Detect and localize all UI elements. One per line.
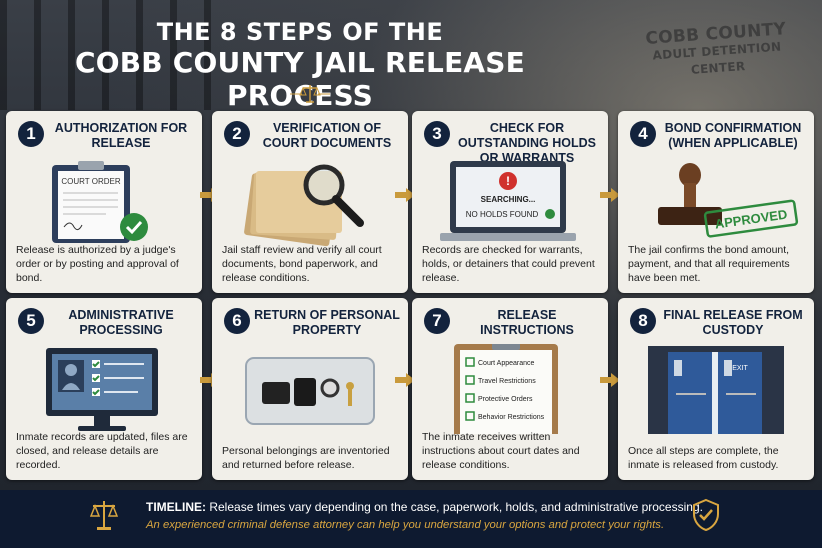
checklist-item: Behavior Restrictions [478, 414, 545, 421]
step-number: 2 [224, 121, 250, 147]
step-title: ADMINISTRATIVE PROCESSING [68, 308, 174, 337]
arrow-right-icon [600, 373, 620, 387]
step-number: 5 [18, 308, 44, 334]
timeline-text: TIMELINE: Release times vary depending o… [146, 500, 703, 514]
step-number: 8 [630, 308, 656, 334]
step-card-5: 5 ADMINISTRATIVE PROCESSING Inmate recor… [6, 298, 202, 480]
checklist-item: Travel Restrictions [478, 378, 536, 385]
step-title: RETURN OF PERSONAL PROPERTY [254, 308, 400, 337]
monitor-records-icon [46, 348, 158, 431]
timeline-body: Release times vary depending on the case… [209, 500, 703, 514]
step-description: Records are checked for warrants, holds,… [422, 244, 595, 284]
step-number: 3 [424, 121, 450, 147]
checklist-item: Protective Orders [478, 396, 533, 403]
step-description: Personal belongings are inventoried and … [222, 445, 390, 471]
checklist-item: Court Appearance [478, 360, 535, 367]
step-card-4: 4 BOND CONFIRMATION (WHEN APPLICABLE) AP… [618, 111, 814, 293]
court-order-label: COURT ORDER [61, 177, 120, 186]
step-title: RELEASE INSTRUCTIONS [480, 308, 574, 337]
property-bin-icon [245, 357, 375, 425]
step-number: 1 [18, 121, 44, 147]
court-order-clipboard-icon: COURT ORDER [52, 161, 148, 243]
step-card-7: 7 RELEASE INSTRUCTIONS Court Appearance … [412, 298, 608, 480]
scales-of-justice-icon [290, 85, 330, 103]
step-title: VERIFICATION OF COURT DOCUMENTS [262, 121, 392, 150]
arrow-right-icon [395, 373, 415, 387]
step-description: Inmate records are updated, files are cl… [16, 431, 188, 471]
timeline-label: TIMELINE: [146, 500, 206, 514]
step-number: 7 [424, 308, 450, 334]
page-title-line2: COBB COUNTY JAIL RELEASE PROCESS [75, 46, 525, 112]
laptop-search-icon: ! SEARCHING... NO HOLDS FOUND [440, 161, 576, 241]
exit-label: EXIT [732, 365, 748, 372]
searching-label: SEARCHING... [481, 195, 536, 204]
step-number: 6 [224, 308, 250, 334]
step-card-1: 1 AUTHORIZATION FOR RELEASE COURT ORDER … [6, 111, 202, 293]
page-title-line1: THE 8 STEPS OF THE [156, 18, 444, 46]
step-description: Once all steps are complete, the inmate … [628, 445, 779, 471]
scales-of-justice-icon [90, 501, 118, 530]
step-number: 4 [630, 121, 656, 147]
no-holds-label: NO HOLDS FOUND [466, 210, 539, 219]
attorney-text: An experienced criminal defense attorney… [146, 519, 665, 531]
step-description: Jail staff review and verify all court d… [222, 244, 382, 284]
step-card-2: 2 VERIFICATION OF COURT DOCUMENTS Jail s… [212, 111, 408, 293]
folders-magnifier-icon [244, 164, 364, 247]
step-description: Release is authorized by a judge's order… [16, 244, 179, 284]
step-card-8: 8 FINAL RELEASE FROM CUSTODY EXIT Once a… [618, 298, 814, 480]
svg-text:!: ! [506, 174, 510, 188]
step-title: BOND CONFIRMATION (WHEN APPLICABLE) [664, 121, 802, 150]
jail-bars-decoration [0, 0, 230, 110]
approval-stamp-icon: APPROVED [658, 163, 799, 238]
step-card-3: 3 CHECK FOR OUTSTANDING HOLDS OR WARRANT… [412, 111, 608, 293]
arrow-right-icon [600, 188, 620, 202]
step-card-6: 6 RETURN OF PERSONAL PROPERTY Personal b… [212, 298, 408, 480]
step-description: The jail confirms the bond amount, payme… [628, 244, 790, 284]
arrow-right-icon [395, 188, 415, 202]
step-title: FINAL RELEASE FROM CUSTODY [663, 308, 803, 337]
step-title: AUTHORIZATION FOR RELEASE [54, 121, 188, 150]
footer: TIMELINE: Release times vary depending o… [0, 490, 822, 548]
step-description: The inmate receives written instructions… [422, 431, 580, 471]
shield-check-icon [693, 498, 719, 532]
instructions-clipboard-icon: Court Appearance Travel Restrictions Pro… [454, 344, 558, 434]
exit-doors-icon: EXIT [648, 346, 784, 434]
